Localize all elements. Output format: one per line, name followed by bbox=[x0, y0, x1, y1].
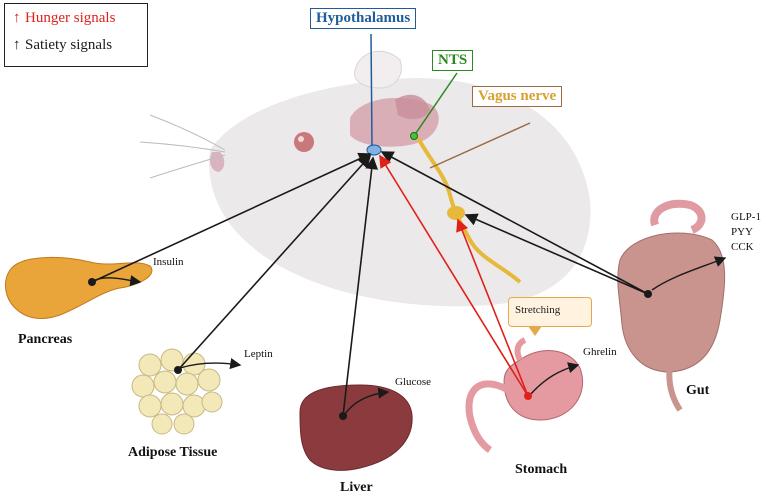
nts-label: NTS bbox=[432, 50, 474, 71]
leptin-release-arrow bbox=[179, 358, 242, 370]
gut-source-dot bbox=[644, 290, 652, 298]
stomach-to-vagus-arrow bbox=[456, 218, 529, 397]
liver-illustration bbox=[299, 384, 413, 471]
black-up-arrow-icon: ↑ bbox=[13, 37, 21, 53]
nts-marker bbox=[410, 132, 418, 140]
hypothalamus-marker bbox=[366, 144, 382, 156]
red-up-arrow-icon: ↑ bbox=[13, 10, 21, 26]
pancreas-illustration bbox=[4, 256, 153, 319]
legend: ↑Hunger signals ↑Satiety signals bbox=[4, 3, 148, 67]
stretching-callout: Stretching bbox=[508, 297, 592, 327]
legend-hunger-label: Hunger signals bbox=[25, 10, 116, 26]
pancreas-name: Pancreas bbox=[18, 332, 73, 347]
hypothalamus-pointer bbox=[370, 33, 373, 147]
ghrelin-release-arrow bbox=[529, 362, 580, 396]
insulin-label: Insulin bbox=[153, 256, 184, 268]
legend-satiety: ↑Satiety signals bbox=[13, 37, 112, 54]
stomach-illustration bbox=[465, 337, 584, 453]
whiskers bbox=[139, 114, 226, 179]
insulin-release-arrow bbox=[94, 275, 142, 287]
glucose-to-hypothalamus-arrow bbox=[342, 156, 379, 417]
leptin-label: Leptin bbox=[244, 348, 273, 360]
hypothalamus-label: Hypothalamus bbox=[310, 8, 417, 29]
adipose-name: Adipose Tissue bbox=[128, 445, 218, 460]
glp1-label: GLP-1 bbox=[731, 211, 761, 223]
adipose-illustration bbox=[131, 348, 223, 435]
stomach-source-dot bbox=[524, 392, 532, 400]
pancreas-source-dot bbox=[88, 278, 96, 286]
glucose-release-arrow bbox=[344, 387, 390, 415]
nts-pointer bbox=[415, 72, 458, 134]
adipose-source-dot bbox=[174, 366, 182, 374]
cck-label: CCK bbox=[731, 241, 754, 253]
insulin-to-hypothalamus-arrow bbox=[91, 152, 372, 283]
glucose-label: Glucose bbox=[395, 376, 432, 388]
legend-hunger: ↑Hunger signals bbox=[13, 10, 115, 27]
vagus-pointer bbox=[429, 122, 531, 169]
liver-name: Liver bbox=[340, 480, 373, 495]
legend-satiety-label: Satiety signals bbox=[25, 37, 113, 53]
liver-source-dot bbox=[339, 412, 347, 420]
gut-illustration bbox=[617, 199, 726, 412]
stomach-name: Stomach bbox=[515, 462, 568, 477]
stomach-to-hypothalamus-arrow bbox=[379, 154, 529, 397]
ghrelin-label: Ghrelin bbox=[583, 346, 617, 358]
gut-to-hypothalamus-arrow bbox=[380, 151, 649, 295]
gut-name: Gut bbox=[686, 383, 710, 398]
leptin-to-hypothalamus-arrow bbox=[177, 154, 372, 371]
gut-hormone-release-arrow bbox=[651, 256, 727, 291]
vagus-nerve-label: Vagus nerve bbox=[472, 86, 563, 107]
stretching-callout-tail bbox=[528, 326, 542, 336]
gut-to-vagus-arrow bbox=[464, 213, 649, 295]
pyy-label: PYY bbox=[731, 226, 754, 238]
